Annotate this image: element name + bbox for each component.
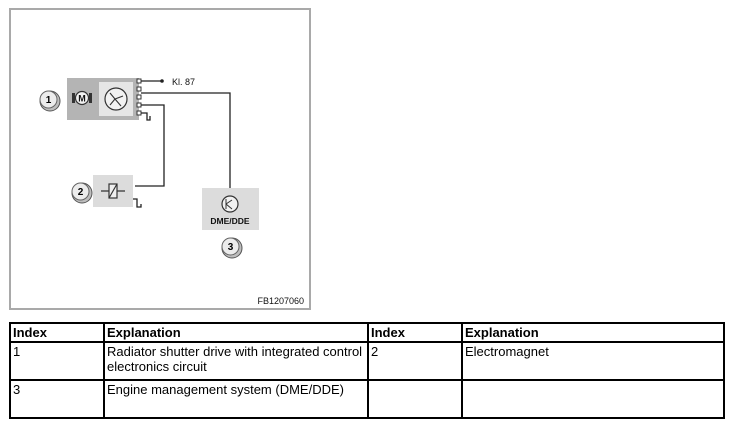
svg-text:2: 2 (78, 187, 84, 198)
callout-2: 2 (71, 182, 93, 204)
svg-text:1: 1 (46, 95, 52, 106)
wire-to-dme (141, 92, 231, 188)
electromagnet-symbol (101, 183, 125, 199)
transistor-symbol-3 (221, 195, 239, 213)
wiring-diagram: M Kl. 87 DME/DDE (39, 77, 304, 306)
wire-to-electromagnet (135, 104, 165, 187)
ground-symbol-2 (133, 198, 142, 208)
cell-explanation: Radiator shutter drive with integrated c… (103, 341, 369, 381)
cell-explanation (461, 379, 725, 419)
motor-icon: M (72, 90, 92, 106)
terminal-label: Kl. 87 (172, 77, 195, 87)
cell-index: 2 (367, 341, 463, 381)
ground-symbol-1 (141, 112, 151, 121)
cell-index: 3 (9, 379, 105, 419)
dme-label: DME/DDE (210, 216, 250, 226)
svg-text:3: 3 (228, 242, 234, 253)
figure-id: FB1207060 (257, 296, 304, 306)
callout-1: 1 (39, 90, 61, 112)
header-index-2: Index (367, 322, 463, 343)
motor-label: M (78, 94, 86, 104)
cell-explanation: Engine management system (DME/DDE) (103, 379, 369, 419)
header-index-1: Index (9, 322, 105, 343)
header-explanation-1: Explanation (103, 322, 369, 343)
index-table: Index Explanation Index Explanation 1 Ra… (9, 322, 725, 419)
callout-3: 3 (221, 237, 243, 259)
cell-index (367, 379, 463, 419)
diagram-figure: M Kl. 87 DME/DDE (9, 8, 311, 310)
cell-index: 1 (9, 341, 105, 381)
table-header-row: Index Explanation Index Explanation (9, 322, 725, 343)
header-explanation-2: Explanation (461, 322, 725, 343)
cell-explanation: Electromagnet (461, 341, 725, 381)
table-row: 3 Engine management system (DME/DDE) (9, 379, 725, 419)
table-row: 1 Radiator shutter drive with integrated… (9, 341, 725, 381)
